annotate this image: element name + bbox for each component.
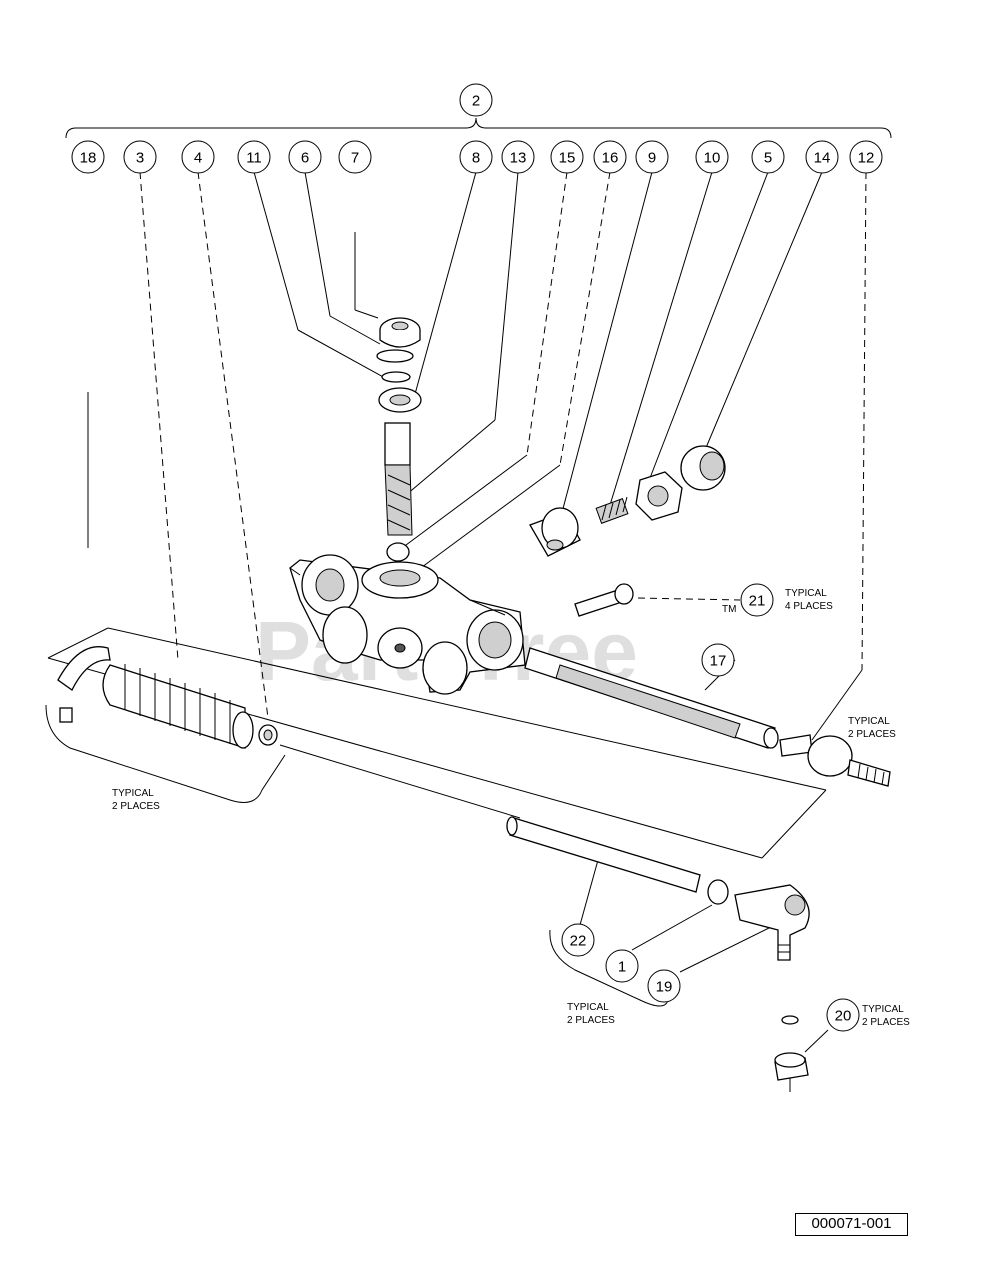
svg-text:20: 20: [835, 1008, 852, 1025]
callout-18: 18: [71, 140, 105, 174]
svg-text:12: 12: [858, 150, 875, 167]
callout-13: 13: [501, 140, 535, 174]
assembly-brace: [65, 117, 892, 139]
svg-text:2: 2: [472, 93, 480, 110]
callout-2: 2: [459, 83, 493, 117]
callout-14: 14: [805, 140, 839, 174]
callout-22: 22: [561, 923, 595, 957]
svg-text:17: 17: [710, 653, 727, 670]
svg-text:3: 3: [136, 150, 144, 167]
note-boot: TYPICAL 2 PLACES: [112, 788, 160, 812]
svg-text:7: 7: [351, 150, 359, 167]
bolt: [574, 583, 634, 617]
adjuster-parts: [529, 445, 726, 557]
svg-text:TYPICAL: TYPICAL: [567, 1002, 609, 1013]
svg-text:10: 10: [704, 150, 721, 167]
callout-12: 12: [849, 140, 883, 174]
svg-text:2 PLACES: 2 PLACES: [112, 801, 160, 812]
document-id-label: 000071-001: [795, 1213, 908, 1236]
svg-text:9: 9: [648, 150, 656, 167]
callout-3: 3: [123, 140, 157, 174]
callout-8: 8: [459, 140, 493, 174]
svg-text:8: 8: [472, 150, 480, 167]
callout-6: 6: [288, 140, 322, 174]
callout-4: 4: [181, 140, 215, 174]
svg-text:6: 6: [301, 150, 309, 167]
callout-20: 20: [826, 998, 860, 1032]
rack-housing: [289, 554, 526, 695]
callout-19: 19: [647, 969, 681, 1003]
callout-1: 1: [605, 949, 639, 983]
svg-text:TYPICAL: TYPICAL: [112, 788, 154, 799]
svg-text:15: 15: [559, 150, 576, 167]
callout-7: 7: [338, 140, 372, 174]
svg-text:16: 16: [602, 150, 619, 167]
note-tie-rod-end: TYPICAL 2 PLACES: [848, 716, 896, 740]
watermark-mark: TM: [722, 604, 736, 615]
callout-21: 21: [740, 583, 774, 617]
note-bolt: TYPICAL 4 PLACES: [785, 588, 833, 612]
tie-rod-assembly: [506, 816, 810, 1081]
callout-17: 17: [701, 643, 735, 677]
svg-text:TYPICAL: TYPICAL: [862, 1004, 904, 1015]
svg-text:18: 18: [80, 150, 97, 167]
callout-16: 16: [593, 140, 627, 174]
callout-15: 15: [550, 140, 584, 174]
svg-text:2 PLACES: 2 PLACES: [567, 1015, 615, 1026]
callout-5: 5: [751, 140, 785, 174]
svg-text:21: 21: [749, 593, 766, 610]
svg-text:13: 13: [510, 150, 527, 167]
callout-11: 11: [237, 140, 271, 174]
svg-text:22: 22: [570, 933, 587, 950]
svg-text:19: 19: [656, 979, 673, 996]
boot-assembly: [57, 646, 278, 749]
note-tie-rod: TYPICAL 2 PLACES: [567, 1002, 615, 1026]
svg-text:14: 14: [814, 150, 831, 167]
callout-9: 9: [635, 140, 669, 174]
svg-text:5: 5: [764, 150, 772, 167]
note-nut: TYPICAL 2 PLACES: [862, 1004, 910, 1028]
inner-tie-rod: [779, 734, 891, 787]
svg-text:TYPICAL: TYPICAL: [848, 716, 890, 727]
svg-text:4: 4: [194, 150, 202, 167]
svg-text:TYPICAL: TYPICAL: [785, 588, 827, 599]
leader-lines: [87, 171, 867, 1092]
pinion-shaft-stack: [376, 317, 422, 562]
rack-bar: [524, 647, 779, 749]
svg-text:2 PLACES: 2 PLACES: [848, 729, 896, 740]
svg-text:2 PLACES: 2 PLACES: [862, 1017, 910, 1028]
svg-text:4 PLACES: 4 PLACES: [785, 601, 833, 612]
callout-10: 10: [695, 140, 729, 174]
svg-text:11: 11: [246, 150, 262, 167]
svg-text:1: 1: [618, 959, 626, 976]
